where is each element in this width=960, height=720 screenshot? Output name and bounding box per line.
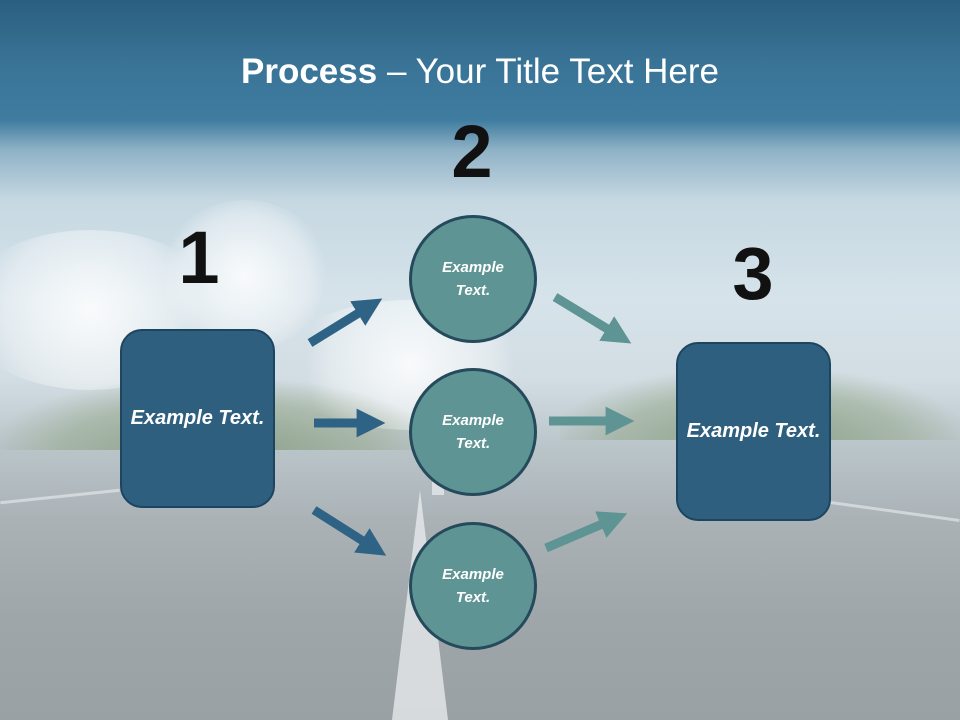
step2-circle-middle: Example Text.	[409, 368, 537, 496]
title-rest: – Your Title Text Here	[377, 52, 719, 91]
arrow-from-circle-bottom	[544, 511, 628, 553]
title-strong: Process	[241, 52, 378, 91]
arrow-from-circle-top	[552, 293, 632, 344]
slide-title: Process – Your Title Text Here	[0, 52, 960, 92]
step1-box-text: Example Text.	[130, 407, 265, 429]
step2-circle-bottom: Example Text.	[409, 522, 537, 650]
step-number-2: 2	[451, 110, 493, 193]
circle-middle-text: Example Text.	[442, 412, 504, 452]
step1-box: Example Text.	[120, 329, 275, 508]
step3-box-text: Example Text.	[686, 420, 821, 442]
arrow-to-circle-top	[307, 298, 383, 347]
circle-bottom-text: Example Text.	[442, 566, 504, 606]
cloud-center	[160, 200, 330, 350]
step-number-1: 1	[178, 216, 220, 299]
step3-box: Example Text.	[676, 342, 831, 521]
step2-circle-top: Example Text.	[409, 215, 537, 343]
arrow-to-circle-bottom	[311, 506, 387, 556]
circle-top-text: Example Text.	[442, 259, 504, 299]
step-number-3: 3	[732, 232, 774, 315]
